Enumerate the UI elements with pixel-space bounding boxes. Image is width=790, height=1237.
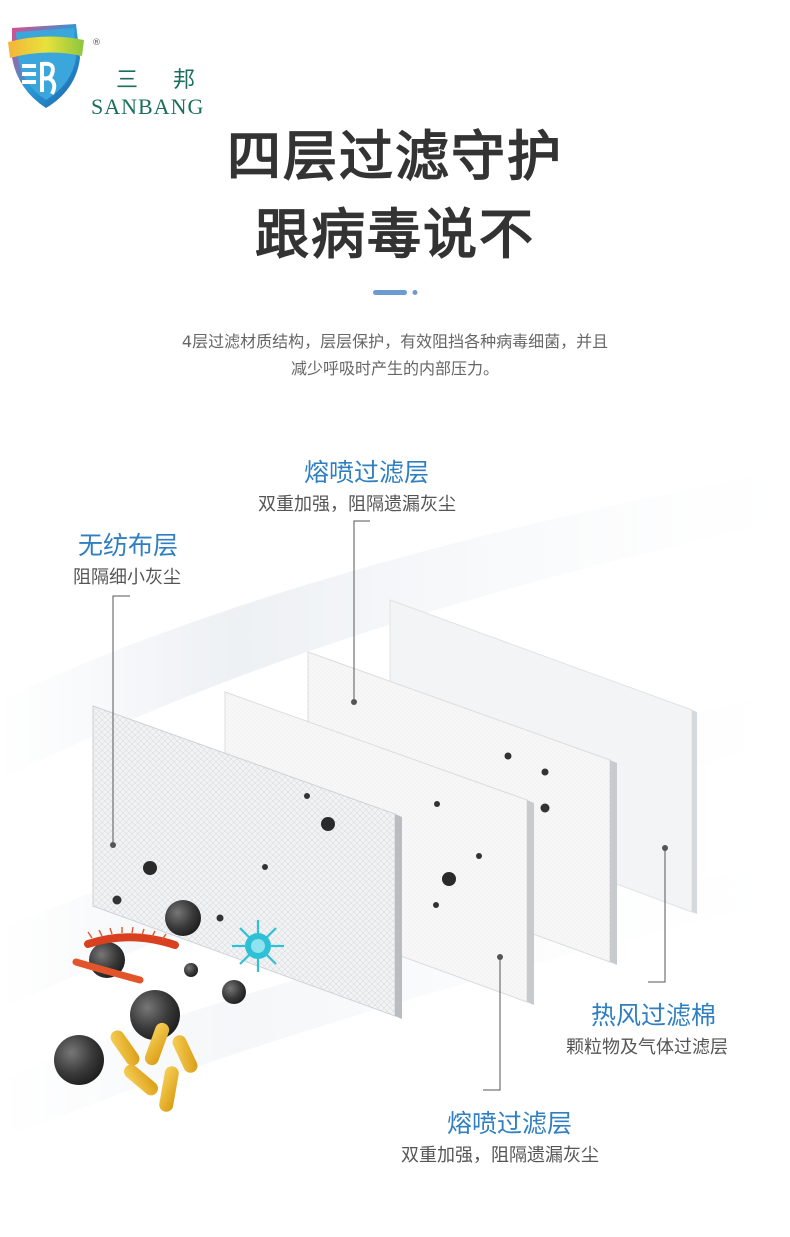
label-meltblown-bottom-title: 熔喷过滤层 <box>447 1109 573 1138</box>
bacteria-worm-icon <box>72 926 179 984</box>
label-nonwoven-title: 无纺布层 <box>78 531 179 560</box>
shield-logo-icon <box>8 24 84 108</box>
label-hot-air-title: 热风过滤棉 <box>591 1001 717 1030</box>
layer-nonwoven <box>92 705 402 1019</box>
brand-name-cn: 三 邦 <box>116 68 209 93</box>
intro-line-1: 4层过滤材质结构，层层保护，有效阻挡各种病毒细菌，并且 <box>181 332 609 351</box>
label-meltblown-top-title: 熔喷过滤层 <box>304 458 430 487</box>
headline-line-2: 跟病毒说不 <box>255 203 535 266</box>
callout-lines <box>112 520 666 1091</box>
title-divider <box>373 290 418 295</box>
filter-layers-illustration <box>0 470 790 1140</box>
brand-logo: ® 三 邦 SANBANG <box>6 18 216 119</box>
label-meltblown-bottom-subtitle: 双重加强，阻隔遗漏灰尘 <box>401 1145 599 1166</box>
virus-icon <box>232 920 284 972</box>
bacilli-icon <box>110 1022 198 1112</box>
label-nonwoven-subtitle: 阻隔细小灰尘 <box>73 567 181 588</box>
intro-line-2: 减少呼吸时产生的内部压力。 <box>290 359 499 378</box>
label-meltblown-top-subtitle: 双重加强，阻隔遗漏灰尘 <box>258 494 456 515</box>
callout-dots <box>110 699 668 960</box>
brand-name-en: SANBANG <box>91 94 205 119</box>
label-hot-air-subtitle: 颗粒物及气体过滤层 <box>566 1037 728 1058</box>
headline-line-1: 四层过滤守护 <box>227 125 563 188</box>
registered-mark: ® <box>92 38 101 48</box>
